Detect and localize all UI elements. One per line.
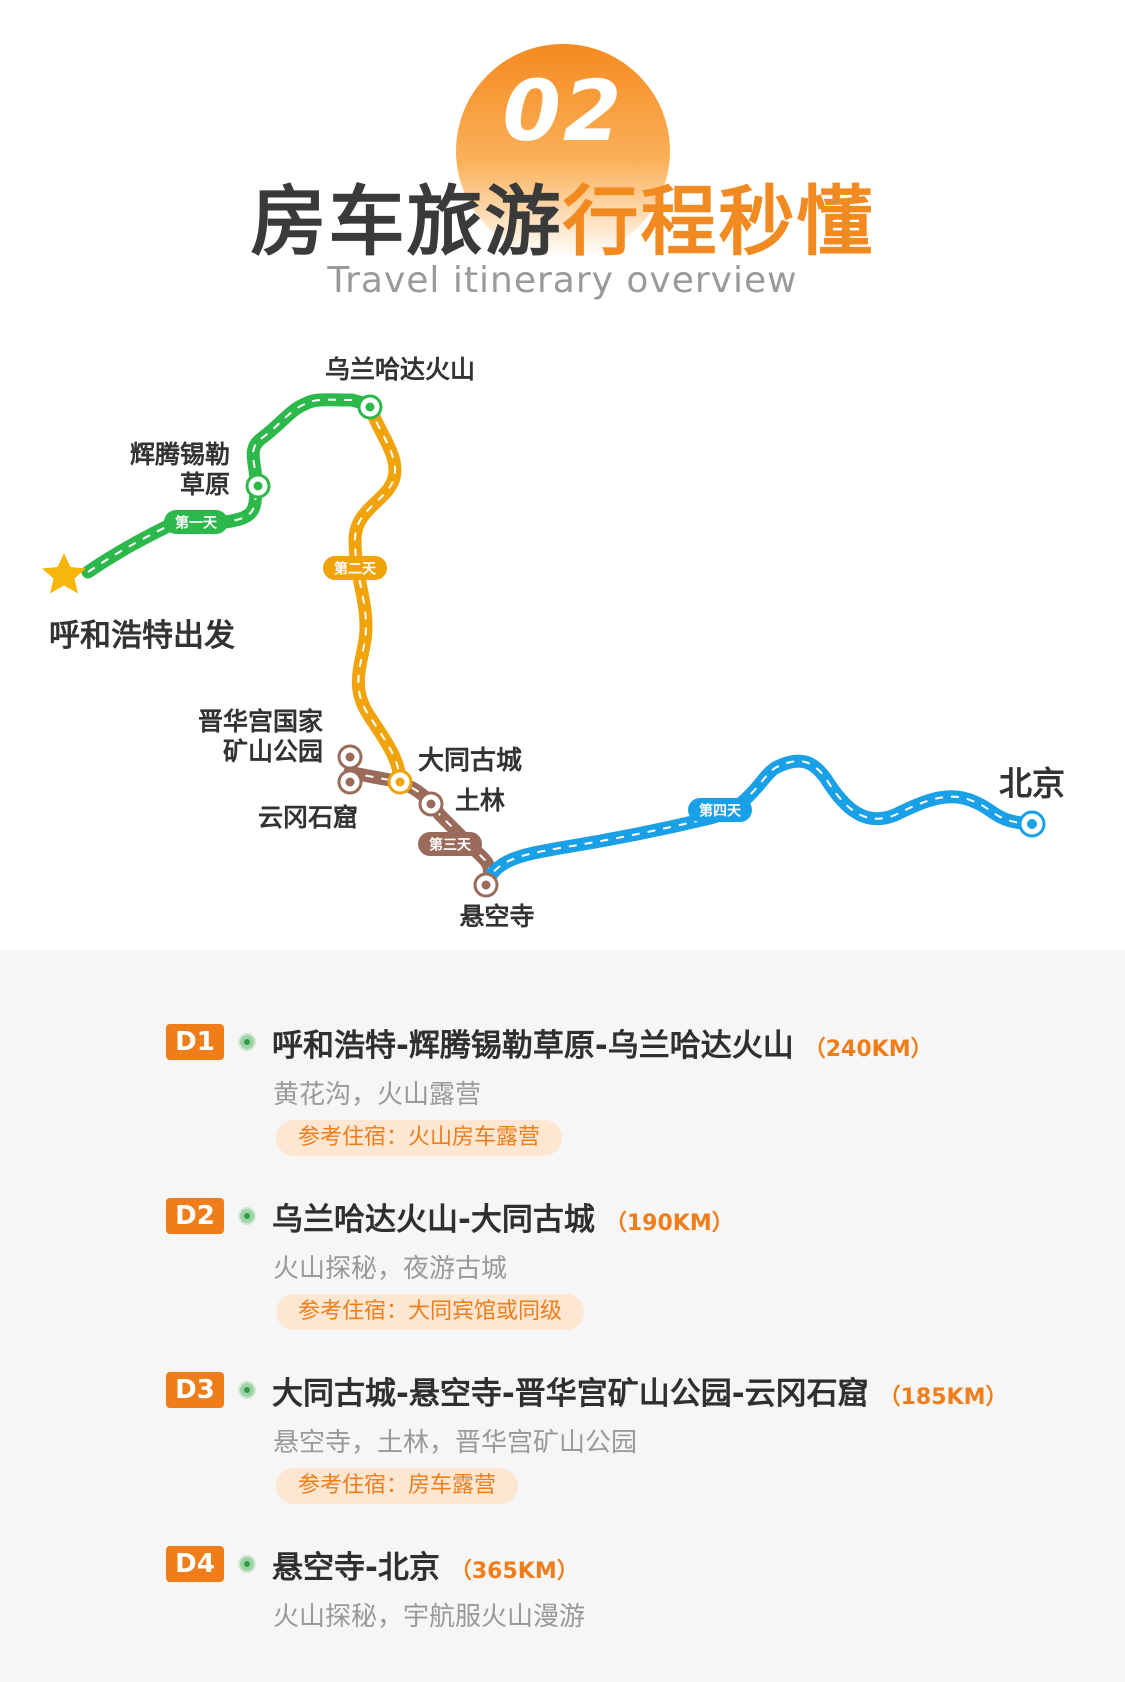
title-accent: 行程秒懂 [562, 177, 875, 266]
page-title: 房车旅游行程秒懂 [0, 160, 1125, 270]
place-label-volcano: 乌兰哈达火山 [325, 355, 475, 384]
stay-pill: 参考住宿：房车露营 [276, 1468, 519, 1504]
day-route: 悬空寺-北京 （365KM） [272, 1542, 579, 1587]
day-badge: D3 [166, 1372, 224, 1408]
route-text: 呼和浩特-辉腾锡勒草原-乌兰哈达火山 [272, 1028, 794, 1064]
day-badge: D1 [166, 1024, 224, 1060]
day-label-pill-1: 第一天 [164, 510, 228, 534]
route-distance: （190KM） [604, 1211, 734, 1236]
place-label-grassland-2: 草原 [180, 470, 230, 499]
day-label-1: 第一天 [175, 515, 218, 532]
stay-pill: 参考住宿：大同宾馆或同级 [276, 1294, 585, 1330]
route-distance: （185KM） [878, 1385, 1008, 1410]
day-route: 乌兰哈达火山-大同古城 （190KM） [272, 1194, 734, 1239]
day-route: 呼和浩特-辉腾锡勒草原-乌兰哈达火山 （240KM） [272, 1020, 933, 1065]
stop-marker-grassland [245, 473, 271, 499]
day-label-4: 第四天 [699, 803, 742, 820]
day-label-pill-3: 第三天 [418, 832, 482, 856]
day-label-3: 第三天 [429, 837, 472, 854]
day-badge: D2 [166, 1198, 224, 1234]
stop-marker-jinhua [337, 744, 363, 770]
stop-marker-tulin [418, 791, 444, 817]
title-dark: 房车旅游 [250, 177, 563, 266]
day-description: 火山探秘，夜游古城 [273, 1254, 508, 1284]
place-label-beijing: 北京 [999, 764, 1065, 803]
bullet-dot-icon [238, 1033, 256, 1051]
place-label-jinhua-2: 矿山公园 [223, 737, 323, 766]
day-description: 火山探秘，宇航服火山漫游 [273, 1602, 586, 1632]
route-distance: （365KM） [449, 1559, 579, 1584]
route-day4 [479, 754, 1039, 892]
route-text: 大同古城-悬空寺-晋华宫矿山公园-云冈石窟 [272, 1376, 869, 1412]
day-label-pill-4: 第四天 [688, 798, 752, 822]
stop-marker-volcano [357, 394, 383, 420]
place-label-xuankong: 悬空寺 [459, 902, 534, 931]
page-subtitle: Travel itinerary overview [327, 260, 798, 301]
place-label-datong: 大同古城 [418, 746, 522, 776]
place-label-start: 呼和浩特出发 [49, 618, 235, 654]
day-description: 悬空寺，土林，晋华宫矿山公园 [273, 1428, 638, 1458]
route-day2 [348, 400, 407, 789]
day-route: 大同古城-悬空寺-晋华宫矿山公园-云冈石窟 （185KM） [272, 1368, 1007, 1413]
stop-marker-beijing [1018, 810, 1046, 838]
route-text: 乌兰哈达火山-大同古城 [272, 1202, 595, 1238]
stay-pill: 参考住宿：火山房车露营 [276, 1120, 563, 1156]
section-number: 02 [502, 62, 624, 160]
start-star-icon [42, 553, 86, 594]
route-distance: （240KM） [803, 1037, 933, 1062]
place-label-jinhua-1: 晋华宫国家 [198, 707, 323, 736]
route-text: 悬空寺-北京 [272, 1550, 440, 1586]
day-description: 黄花沟，火山露营 [273, 1080, 482, 1110]
number-circle [456, 44, 670, 258]
day-label-pill-2: 第二天 [323, 556, 387, 580]
bullet-dot-icon [238, 1555, 256, 1573]
bullet-dot-icon [238, 1207, 256, 1225]
place-label-tulin: 土林 [455, 786, 505, 815]
place-label-yungang: 云冈石窟 [258, 803, 358, 832]
stop-marker-yungang [337, 769, 363, 795]
bullet-dot-icon [238, 1381, 256, 1399]
stop-marker-xuankong [473, 872, 499, 898]
stop-marker-datong [387, 769, 413, 795]
day-label-2: 第二天 [334, 561, 377, 578]
place-label-grassland-1: 辉腾锡勒 [130, 440, 230, 469]
day-badge: D4 [166, 1546, 224, 1582]
route-map: 第一天 第二天 第三天 第四天 呼和浩特出发 辉腾锡勒 草原 乌兰哈达火山 晋华… [42, 355, 1065, 931]
